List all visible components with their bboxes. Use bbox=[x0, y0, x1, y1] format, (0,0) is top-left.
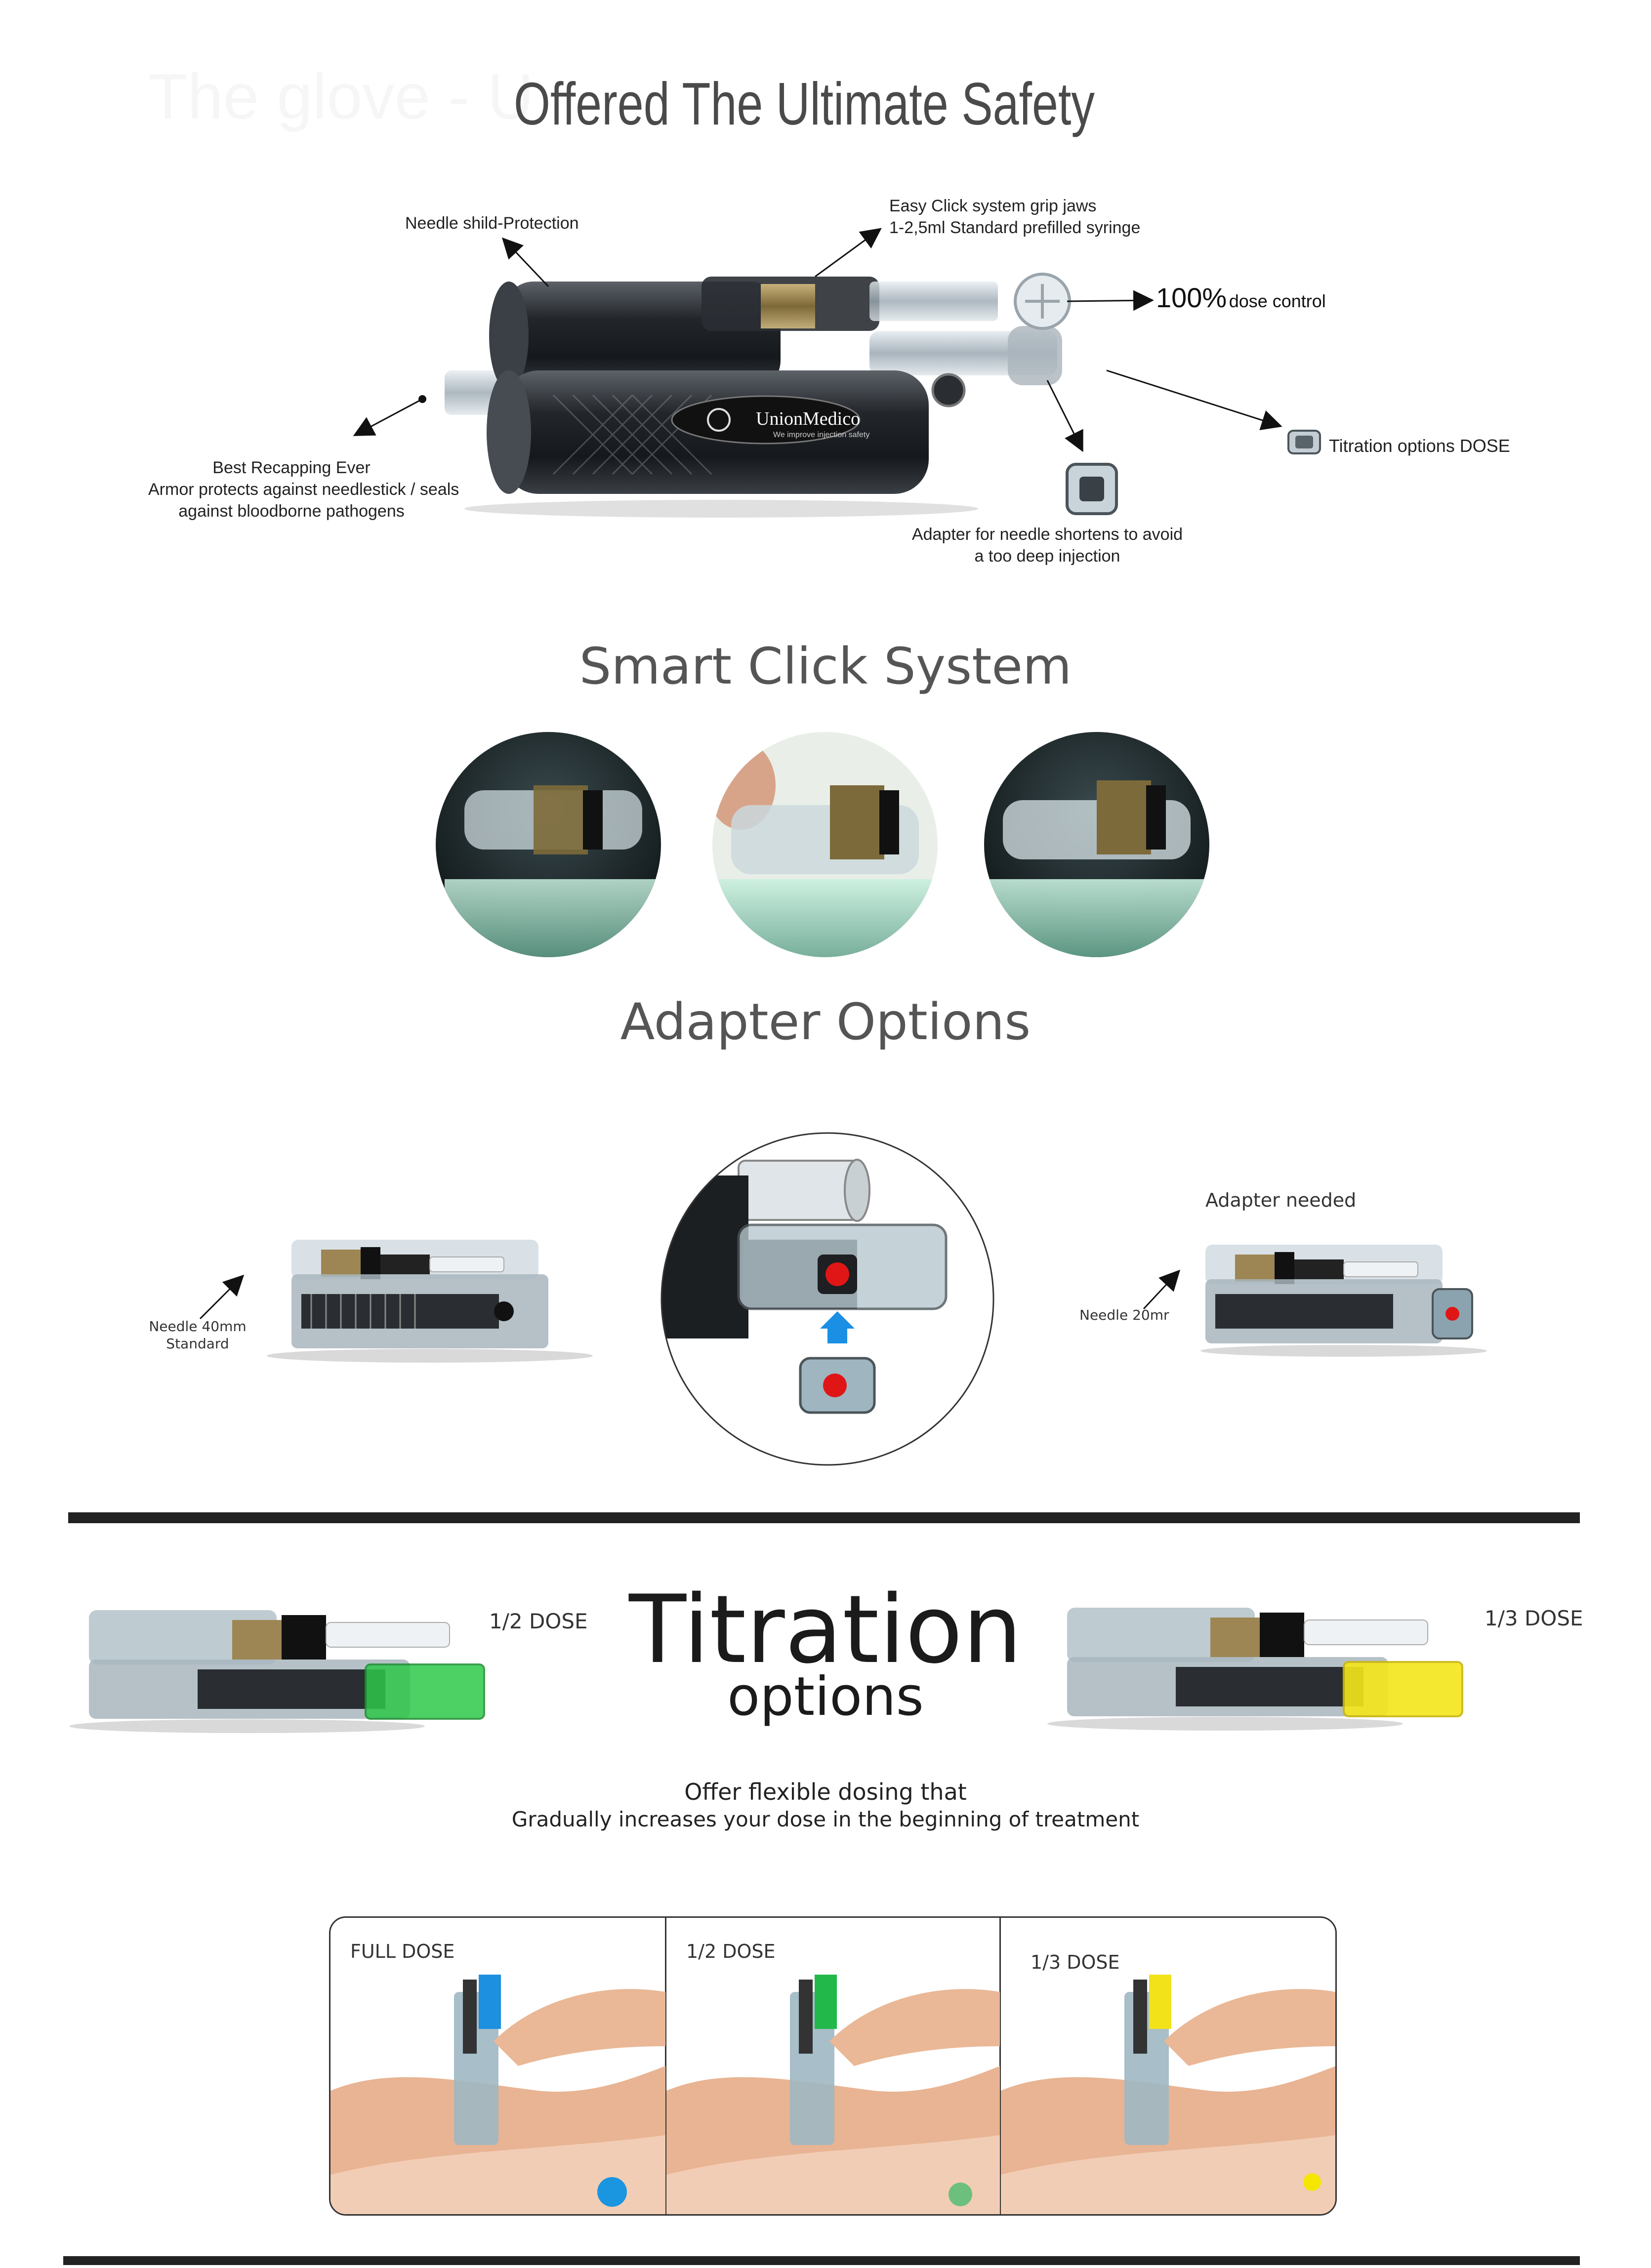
adapter-callout: Adapter for needle shortens to avoid a t… bbox=[889, 524, 1205, 567]
ghost-title: The glove - U bbox=[148, 60, 534, 132]
smart-click-photo-1 bbox=[436, 732, 661, 957]
dose-panel-third-label: 1/3 DOSE bbox=[1031, 1951, 1120, 1973]
titration-third-label: 1/3 DOSE bbox=[1485, 1606, 1583, 1630]
adapter-closeup-circle bbox=[660, 1132, 994, 1466]
dose-panel-third-illustration bbox=[1001, 1975, 1335, 2214]
needle-20mm-arrow bbox=[1143, 1269, 1181, 1310]
titration-desc-line1: Offer flexible dosing that bbox=[684, 1779, 967, 1805]
titration-half-label: 1/2 DOSE bbox=[489, 1609, 588, 1633]
needle-40mm-label: Needle 40mm Standard bbox=[148, 1318, 247, 1352]
dose-panel-half: 1/2 DOSE bbox=[666, 1918, 1001, 2214]
titration-desc-line2: Gradually increases your dose in the beg… bbox=[511, 1807, 1140, 1831]
titration-big-title: Titration bbox=[629, 1575, 1022, 1684]
dose-percent: 100% bbox=[1156, 282, 1227, 313]
needle-shield-callout: Needle shild-Protection bbox=[405, 214, 579, 233]
adapter-callout-line1: Adapter for needle shortens to avoid bbox=[911, 525, 1183, 544]
titration-description: Offer flexible dosing that Gradually inc… bbox=[0, 1778, 1651, 1832]
dose-panel-full: FULL DOSE bbox=[330, 1918, 666, 2214]
hero-callout-arrows bbox=[353, 228, 1282, 452]
recap-line2: Armor protects against needlestick / sea… bbox=[148, 480, 459, 499]
dose-control-callout: 100% dose control bbox=[1156, 282, 1326, 314]
titration-half-device bbox=[69, 1610, 485, 1733]
dose-panels: FULL DOSE 1/2 DOSE 1/3 DOSE bbox=[329, 1916, 1337, 2216]
page-title: Offered The Ultimate Safety bbox=[514, 70, 1095, 137]
adapter-cube-icon bbox=[1066, 463, 1118, 515]
titration-sub-title: options bbox=[727, 1666, 924, 1728]
needle-20mm-label: Needle 20mr bbox=[1079, 1307, 1169, 1323]
smart-click-photo-3 bbox=[984, 732, 1209, 957]
grip-callout-line1: Easy Click system grip jaws bbox=[889, 197, 1097, 215]
needle-40mm-line1: Needle 40mm bbox=[149, 1318, 247, 1335]
titration-callout: Titration options DOSE bbox=[1329, 436, 1510, 456]
needle-40mm-arrow bbox=[199, 1274, 245, 1320]
adapter-right-device bbox=[1200, 1245, 1487, 1357]
hero-device-illustration bbox=[445, 273, 1071, 518]
recap-line3: against bloodborne pathogens bbox=[178, 502, 405, 521]
dose-panel-full-illustration bbox=[330, 1975, 665, 2214]
smart-click-photos bbox=[436, 732, 1209, 957]
adapter-left-device bbox=[267, 1240, 593, 1363]
recapping-callout: Best Recapping Ever Armor protects again… bbox=[148, 457, 459, 523]
needle-40mm-line2: Standard bbox=[166, 1336, 229, 1352]
dose-panel-half-label: 1/2 DOSE bbox=[686, 1941, 776, 1962]
section-divider bbox=[68, 1512, 1580, 1523]
smart-click-photo-2 bbox=[712, 732, 938, 957]
dose-control-text: dose control bbox=[1229, 291, 1326, 311]
titration-third-device bbox=[1047, 1608, 1463, 1731]
brand-logo: UnionMedico bbox=[756, 408, 861, 429]
adapter-options-title: Adapter Options bbox=[620, 993, 1031, 1052]
grip-callout-line2: 1-2,5ml Standard prefilled syringe bbox=[889, 218, 1141, 238]
grip-jaws-callout: Easy Click system grip jaws 1-2,5ml Stan… bbox=[889, 195, 1140, 239]
recap-line1: Best Recapping Ever bbox=[212, 458, 371, 477]
brand-tagline: We improve injection safety bbox=[773, 431, 870, 439]
dose-panel-third: 1/3 DOSE bbox=[1001, 1918, 1335, 2214]
dose-panel-half-illustration bbox=[666, 1975, 1000, 2214]
titration-dose-icon bbox=[1287, 430, 1321, 454]
dose-panel-full-label: FULL DOSE bbox=[350, 1941, 455, 1962]
smart-click-title: Smart Click System bbox=[579, 637, 1072, 696]
adapter-needed-heading: Adapter needed bbox=[1205, 1189, 1357, 1211]
bottom-divider bbox=[63, 2256, 1580, 2265]
adapter-callout-line2: a too deep injection bbox=[974, 547, 1120, 566]
